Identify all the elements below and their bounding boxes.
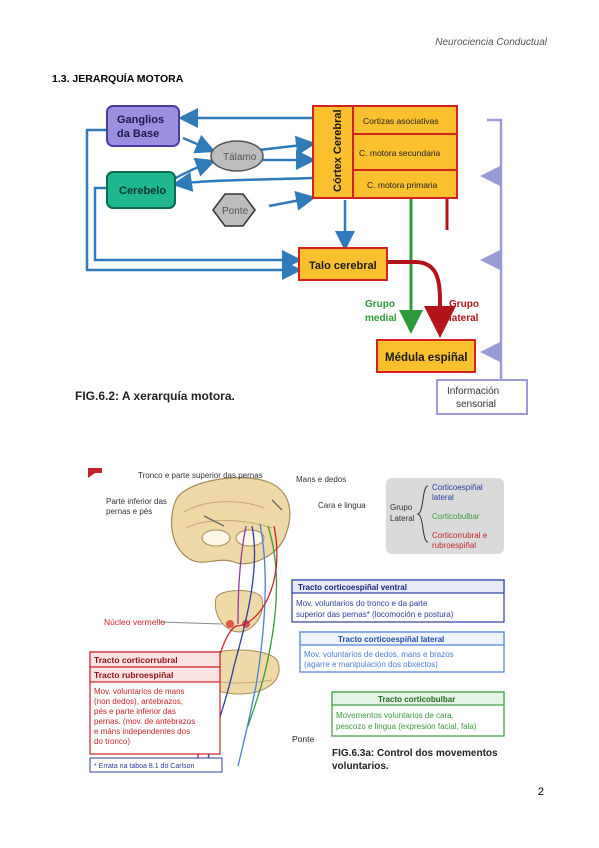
rubral-desc-2: (non dedos), antebrazos, <box>94 697 183 706</box>
ventral-desc: Mov. voluntarios do tronco e da parte <box>296 599 428 608</box>
info-label-2: sensorial <box>456 399 496 410</box>
legend-corticoespinal-2: lateral <box>432 493 454 502</box>
talamo-label: Tálamo <box>223 152 257 163</box>
info-sensorial-box <box>436 379 528 415</box>
cerebelo-box <box>106 171 176 209</box>
ganglios-label: Ganglios <box>117 114 164 126</box>
rubral-desc-1: Mov. voluntarios de mans <box>94 687 185 696</box>
talo-label: Talo cerebral <box>309 260 377 272</box>
grupo-lateral-label: Grupo <box>449 299 479 310</box>
cerebelo-label: Cerebelo <box>119 185 166 197</box>
running-header: Neurociencia Conductual <box>435 37 547 48</box>
legend-rubroespinal: rubroespiñal <box>432 541 476 550</box>
label-nucleo-vermello: Núcleo vermello <box>104 617 165 627</box>
label-tronco: Tronco e parte superior das pernas <box>138 471 263 480</box>
label-cara: Cara e lingua <box>318 501 366 510</box>
legend-box <box>386 478 504 554</box>
figure-voluntary-movement: Tronco e parte superior das pernas Mans … <box>88 466 508 778</box>
label-ponte: Ponte <box>292 734 314 744</box>
label-parte-inferior: Parte inferior das <box>106 497 167 506</box>
cortizas-label: Cortizas asociativas <box>363 116 439 126</box>
label-parte-inferior-2: pernas e pés <box>106 507 152 516</box>
bulbar-desc: Movementos voluntarios de cara, <box>336 711 454 720</box>
section-heading: 1.3. JERARQUÍA MOTORA <box>52 73 184 85</box>
rubral-desc-3: pés e parte inferior das <box>94 707 176 716</box>
medula-box <box>376 339 476 373</box>
rubral-desc-6: do tronco) <box>94 737 130 746</box>
legend-corticorrubral: Corticorrubral e <box>432 531 488 540</box>
grupo-medial-label: Grupo <box>365 299 395 310</box>
label-mans: Mans e dedos <box>296 475 346 484</box>
figure1-caption: FIG.6.2: A xerarquía motora. <box>75 389 235 403</box>
cortex-label: Córtex Cerebral <box>332 109 344 192</box>
page-number: 2 <box>537 786 544 798</box>
ganglios-box <box>106 105 180 147</box>
c-primaria-label: C. motora primaria <box>367 180 438 190</box>
legend-corticobulbar: Corticobulbar <box>432 512 480 521</box>
grupo-lateral-label-2: lateral <box>449 313 479 324</box>
ponte-label: Ponte <box>222 206 249 217</box>
rubral-desc-4: pernas. (mov. de antebrazos <box>94 717 195 726</box>
rubral-title: Tracto corticorrubral <box>94 655 178 665</box>
ventral-title: Tracto corticoespiñal ventral <box>298 583 407 592</box>
figure2-caption: FIG.6.3a: Control dos movementos <box>332 748 498 759</box>
errata-box <box>89 757 223 773</box>
lateral-desc-2: (agarre e manipulación dos obxectos) <box>304 660 438 669</box>
talamo-shape <box>210 140 264 172</box>
talo-box <box>298 247 388 281</box>
grupo-medial-label-2: medial <box>365 313 397 324</box>
figure-motor-hierarchy: Ganglios da Base Cerebelo Tálamo Ponte C… <box>75 100 535 420</box>
lateral-title: Tracto corticoespiñal lateral <box>338 635 444 644</box>
info-label: Información <box>447 386 499 397</box>
lateral-desc: Mov. voluntarios de dedos, mans e brazos <box>304 650 454 659</box>
c-secundaria-label: C. motora secundaria <box>359 148 441 158</box>
ponte-shape <box>212 193 256 227</box>
legend-corticoespinal: Corticoespiñal <box>432 483 483 492</box>
ventral-desc-2: superior das pernas* (locomoción e postu… <box>296 610 454 619</box>
errata-note: * Errata na taboa 8.1 do Carlson <box>94 763 195 770</box>
rubral-desc-5: e máns independentes dos <box>94 727 190 736</box>
bulbar-title: Tracto corticobulbar <box>378 695 455 704</box>
figure2-caption-2: voluntarios. <box>332 761 389 772</box>
legend-grupo: Grupo <box>390 503 413 512</box>
bulbar-desc-2: pescozo e lingua (expresión facial, fala… <box>336 722 477 731</box>
legend-lateral: Lateral <box>390 514 415 523</box>
ganglios-label-2: da Base <box>117 128 159 140</box>
medula-label: Médula espiñal <box>385 352 467 364</box>
rubral-title-2: Tracto rubroespiñal <box>94 670 173 680</box>
